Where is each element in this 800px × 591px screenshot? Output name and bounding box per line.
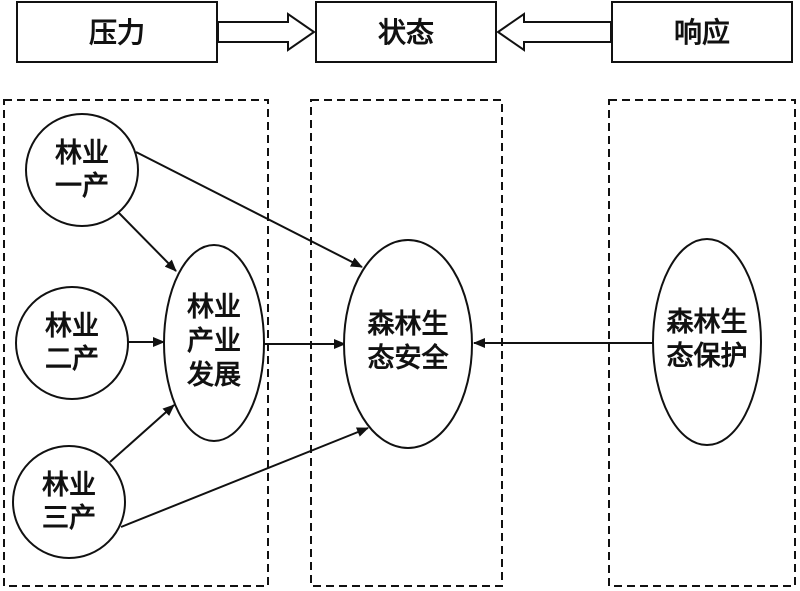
node-forestry-primary-line-2: 一产 xyxy=(55,171,109,202)
header-label-response: 响应 xyxy=(674,16,730,49)
header-box-response: 响应 xyxy=(611,1,793,63)
node-forestry-primary-line-1: 林业 xyxy=(55,138,109,169)
header-box-state: 状态 xyxy=(315,1,497,63)
node-protection-line-1: 森林生 xyxy=(667,307,748,338)
arrow-tertiary-to-development xyxy=(109,404,175,463)
node-forestry-industry-development: 林业 产业 发展 xyxy=(163,244,265,442)
response-group-box xyxy=(608,99,796,587)
header-label-pressure: 压力 xyxy=(89,16,145,49)
node-forest-ecological-protection: 森林生 态保护 xyxy=(652,238,762,446)
node-security-line-2: 态安全 xyxy=(368,342,450,374)
node-forestry-secondary-line-2: 二产 xyxy=(45,344,99,375)
node-forest-ecological-security: 森林生 态安全 xyxy=(343,239,473,449)
node-development-line-2: 产业 xyxy=(187,326,241,357)
node-forestry-tertiary-line-1: 林业 xyxy=(42,470,96,501)
hollow-arrow-pressure-to-state xyxy=(217,12,316,52)
arrow-primary-to-development xyxy=(117,211,177,272)
header-label-state: 状态 xyxy=(378,16,434,49)
node-protection-line-2: 态保护 xyxy=(667,341,748,372)
hollow-arrow-response-to-state xyxy=(496,12,612,52)
node-forestry-secondary: 林业 二产 xyxy=(15,286,129,400)
arrow-tertiary-to-security xyxy=(120,427,369,528)
node-forestry-tertiary: 林业 三产 xyxy=(12,445,126,559)
node-forestry-tertiary-line-2: 三产 xyxy=(42,503,96,534)
arrow-primary-to-security xyxy=(135,151,363,268)
header-box-pressure: 压力 xyxy=(16,1,218,63)
node-forestry-primary: 林业 一产 xyxy=(25,113,139,227)
node-security-line-1: 森林生 xyxy=(368,309,449,340)
node-development-line-1: 林业 xyxy=(187,292,241,323)
node-development-line-3: 发展 xyxy=(186,359,241,391)
node-forestry-secondary-line-1: 林业 xyxy=(45,311,99,342)
